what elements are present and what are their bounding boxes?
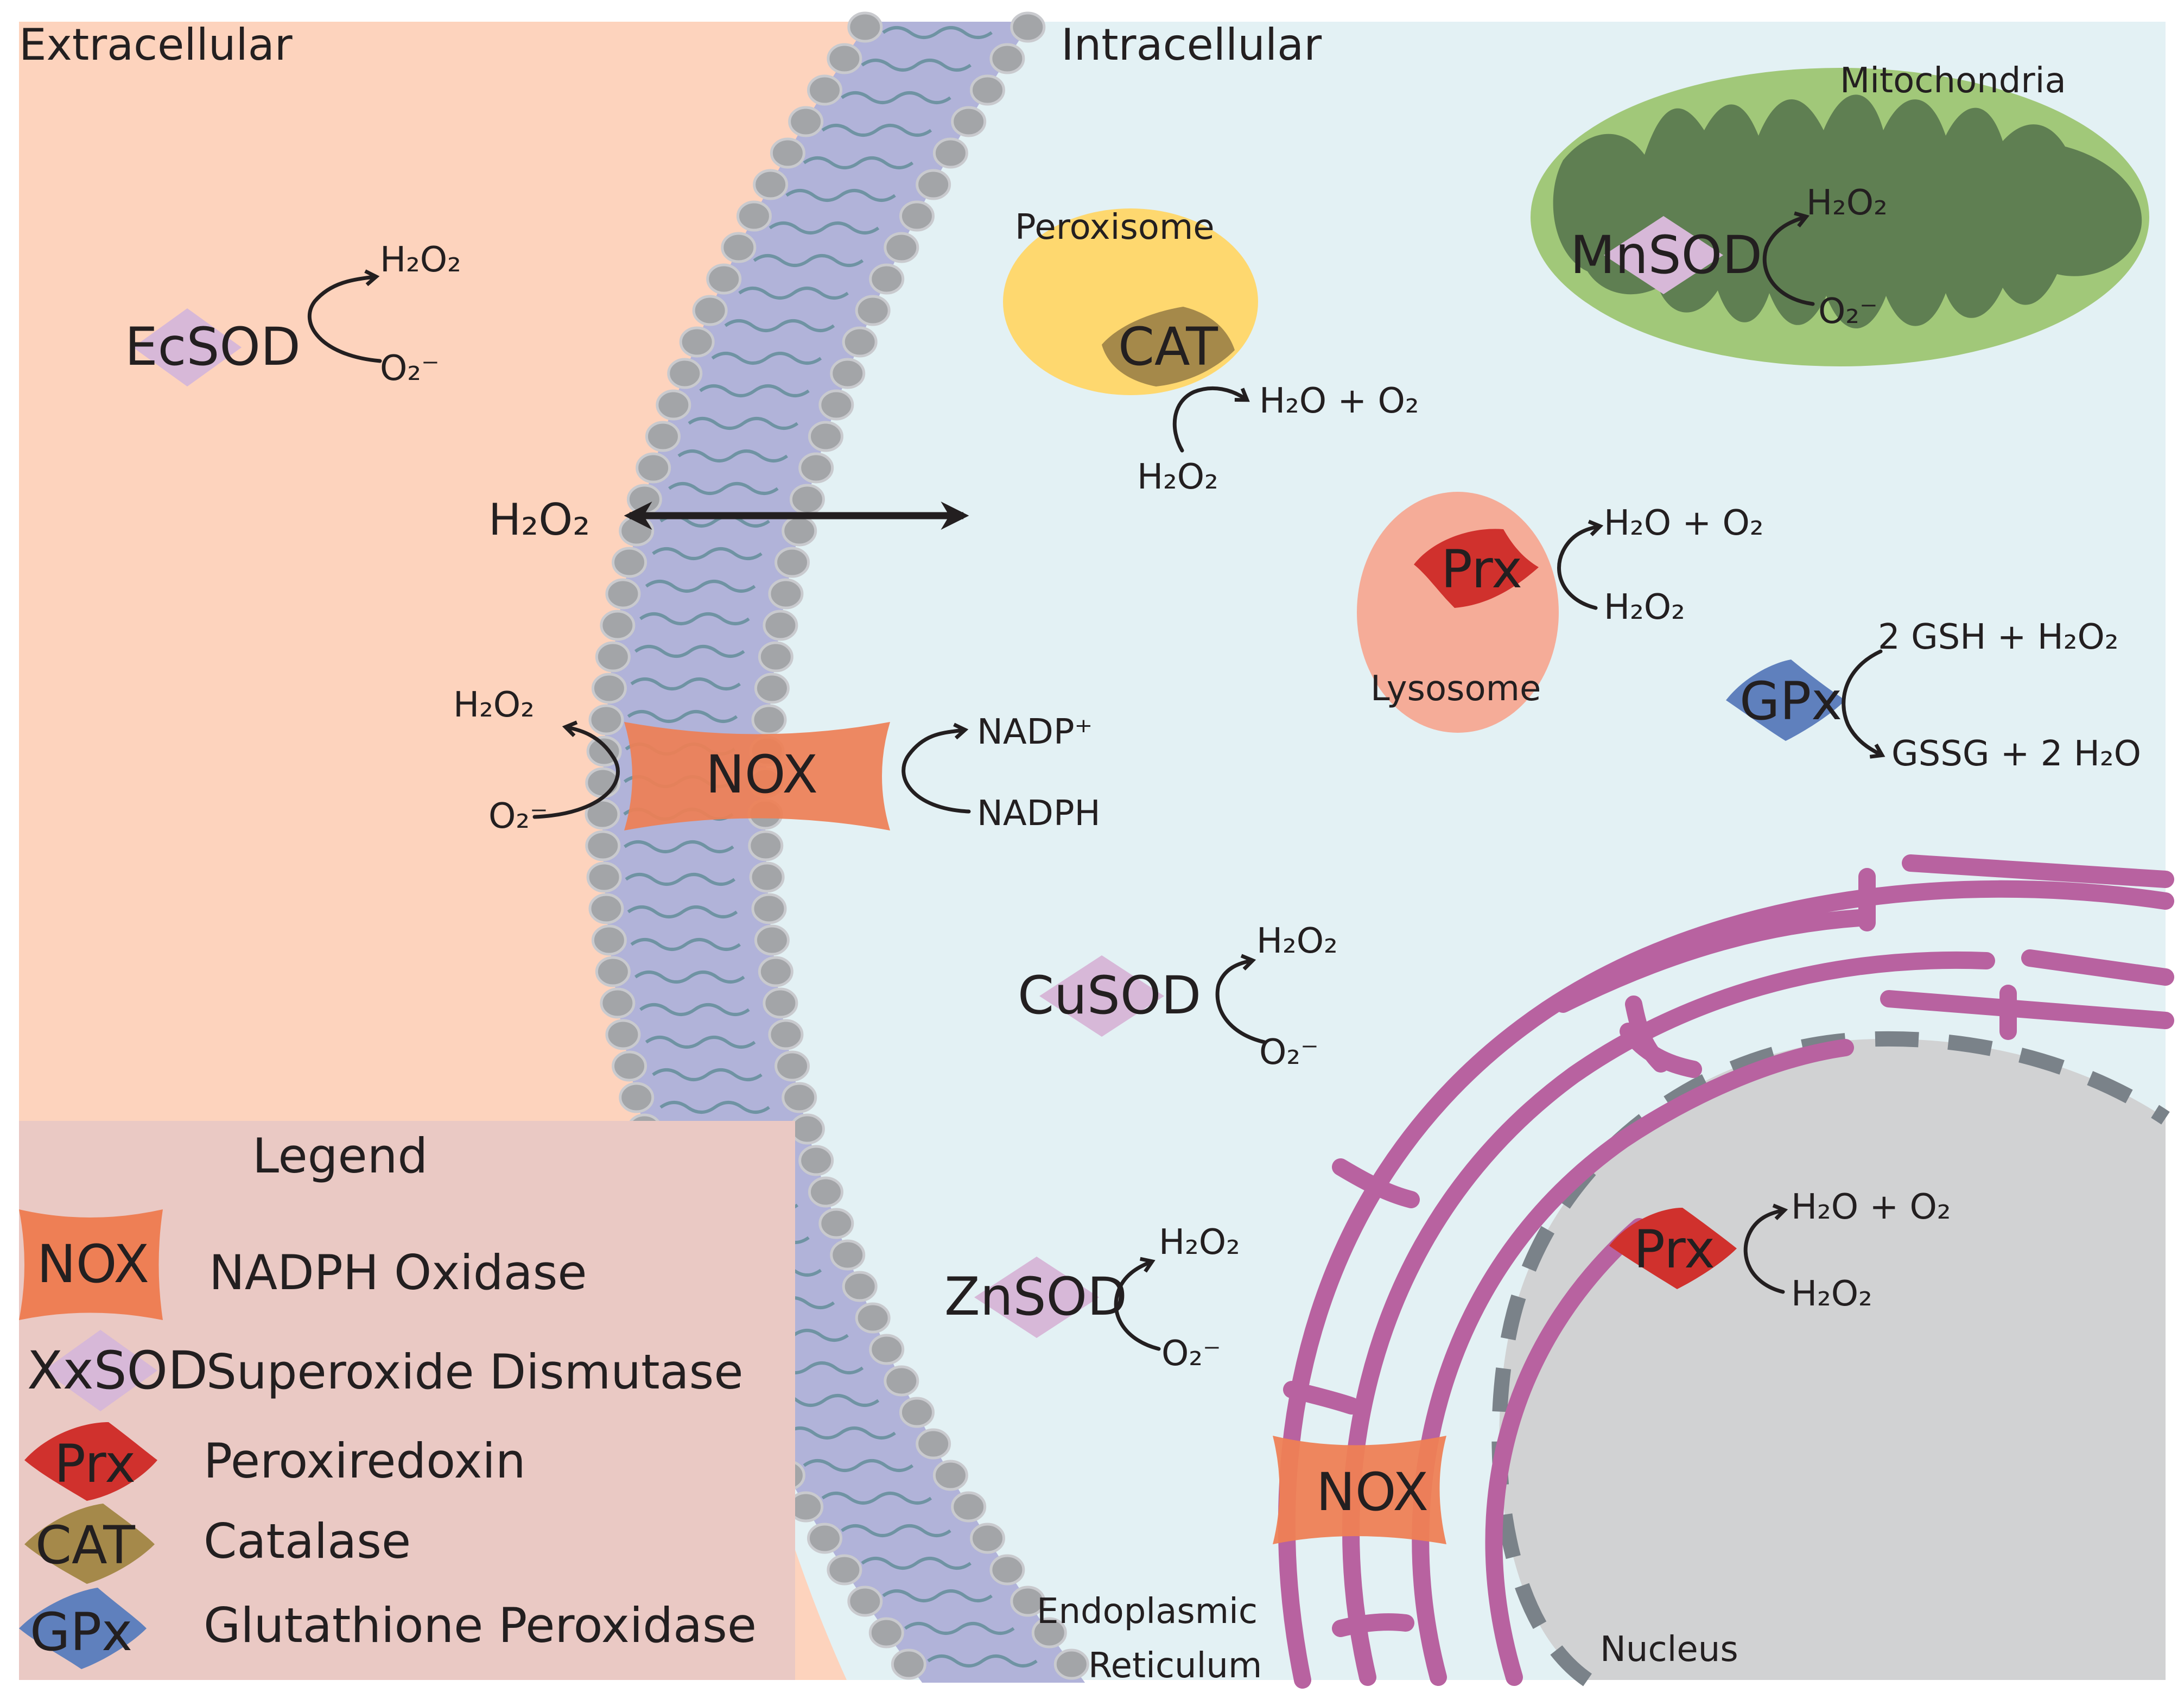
ecsod-product: H₂O₂ <box>380 240 461 280</box>
extracellular-label: Extracellular <box>19 20 293 70</box>
svg-text:CuSOD: CuSOD <box>1018 965 1201 1026</box>
er-label-line2: Reticulum <box>1088 1646 1262 1686</box>
znsod-enzyme: ZnSOD <box>944 1257 1127 1338</box>
catalase-enzyme: CAT <box>1102 307 1235 386</box>
nox-membrane-enzyme: NOX <box>624 722 890 830</box>
catalase-substrate: H₂O₂ <box>1137 457 1218 497</box>
cusod-substrate: O₂⁻ <box>1259 1032 1319 1073</box>
cusod-product: H₂O₂ <box>1256 921 1338 961</box>
legend-item-prx: Prx Peroxiredoxin <box>24 1422 526 1501</box>
lysosome-prx-product: H₂O + O₂ <box>1604 503 1764 543</box>
ecsod-reaction-arrow <box>308 269 382 363</box>
legend-cat-symbol <box>24 1504 155 1584</box>
legend-nox-symbol <box>19 1209 163 1320</box>
gpx-enzyme: GPx <box>1726 660 1845 741</box>
svg-text:MnSOD: MnSOD <box>1570 225 1762 286</box>
legend-gpx-symbol <box>19 1588 147 1669</box>
gpx-substrate: 2 GSH + H₂O₂ <box>1878 617 2119 657</box>
ecsod-enzyme: EcSOD <box>125 308 301 386</box>
legend-sod-label: Superoxide Dismutase <box>206 1344 743 1400</box>
ecsod-substrate: O₂⁻ <box>380 348 440 389</box>
svg-text:ZnSOD: ZnSOD <box>944 1266 1127 1327</box>
catalase-reaction-arrow <box>1172 386 1250 453</box>
catalase-product: H₂O + O₂ <box>1259 381 1419 421</box>
legend-sod-symbol <box>43 1330 157 1411</box>
nox-intracellular-arrow <box>901 722 971 814</box>
mnsod-enzyme: MnSOD <box>1570 216 1762 294</box>
nox-extracellular-arrow <box>532 720 620 819</box>
legend-item-cat: CAT Catalase <box>24 1504 411 1584</box>
nadp-plus-label: NADP⁺ <box>977 712 1093 752</box>
legend-nox-label: NADPH Oxidase <box>209 1245 587 1301</box>
znsod-product: H₂O₂ <box>1159 1222 1240 1263</box>
legend-title: Legend <box>252 1128 428 1184</box>
cusod-reaction-arrow <box>1215 954 1267 1044</box>
nucleus-prx-product: H₂O + O₂ <box>1791 1187 1951 1227</box>
mnsod-substrate: O₂⁻ <box>1818 291 1878 332</box>
mitochondria-label: Mitochondria <box>1840 61 2066 101</box>
intracellular-label: Intracellular <box>1061 20 1322 70</box>
er-label-line1: Endoplasmic <box>1037 1591 1258 1632</box>
legend-prx-symbol <box>24 1422 157 1501</box>
nadph-label: NADPH <box>977 794 1101 834</box>
mnsod-reaction-arrow <box>1762 211 1815 306</box>
svg-text:CAT: CAT <box>1118 316 1218 377</box>
lysosome-prx-enzyme: Prx <box>1414 529 1539 608</box>
mnsod-product: H₂O₂ <box>1806 183 1888 223</box>
lysosome-label: Lysosome <box>1370 669 1541 709</box>
nucleus-prx-substrate: H₂O₂ <box>1791 1274 1872 1314</box>
legend-sod-symbol-text: XxSOD <box>27 1340 208 1401</box>
legend-item-nox: NOX NADPH Oxidase <box>19 1209 587 1320</box>
svg-text:NOX: NOX <box>706 744 818 805</box>
legend-cat-label: Catalase <box>204 1513 411 1569</box>
legend-gpx-symbol-text: GPx <box>30 1602 132 1663</box>
legend-cat-symbol-text: CAT <box>35 1515 135 1576</box>
lysosome-prx-substrate: H₂O₂ <box>1604 587 1685 627</box>
gpx-reaction-arrow <box>1842 649 1885 759</box>
svg-text:NOX: NOX <box>1316 1462 1429 1523</box>
cusod-enzyme: CuSOD <box>1018 955 1201 1037</box>
peroxisome-label: Peroxisome <box>1015 207 1215 248</box>
legend-prx-symbol-text: Prx <box>54 1434 136 1494</box>
legend-gpx-label: Glutathione Peroxidase <box>204 1597 757 1653</box>
gpx-product: GSSG + 2 H₂O <box>1891 734 2141 774</box>
h2o2-diffusion-label: H₂O₂ <box>488 494 590 545</box>
lipid-tails <box>623 26 1038 1667</box>
nucleus-prx-enzyme: Prx <box>1609 1208 1737 1289</box>
nox-extracellular-product: H₂O₂ <box>453 685 535 725</box>
legend-item-sod: XxSOD Superoxide Dismutase <box>27 1330 743 1411</box>
nox-extracellular-substrate: O₂⁻ <box>488 796 548 836</box>
nox-er-enzyme: NOX <box>1273 1436 1446 1544</box>
nucleus-prx-arrow <box>1743 1203 1788 1294</box>
svg-text:EcSOD: EcSOD <box>125 316 301 377</box>
legend-prx-label: Peroxiredoxin <box>204 1433 526 1489</box>
legend-nox-symbol-text: NOX <box>37 1234 149 1295</box>
znsod-reaction-arrow <box>1114 1257 1161 1351</box>
svg-text:Prx: Prx <box>1634 1219 1715 1280</box>
legend-item-gpx: GPx Glutathione Peroxidase <box>19 1588 757 1669</box>
svg-text:Prx: Prx <box>1441 539 1522 600</box>
lysosome-prx-arrow <box>1557 519 1604 610</box>
znsod-substrate: O₂⁻ <box>1161 1334 1221 1374</box>
svg-text:GPx: GPx <box>1739 671 1842 732</box>
nucleus-label: Nucleus <box>1600 1629 1738 1670</box>
